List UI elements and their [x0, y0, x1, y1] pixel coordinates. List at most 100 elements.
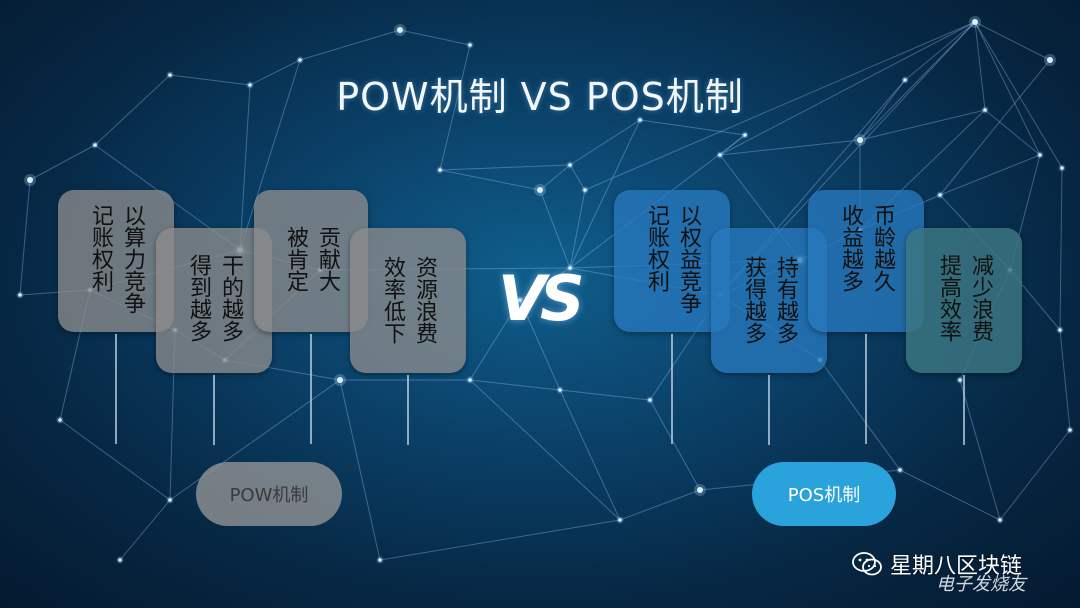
- network-node: [898, 468, 902, 472]
- network-link: [939, 59, 1051, 196]
- watermark-account-name: 星期八区块链: [890, 554, 1023, 579]
- card-text: 记账权利: [88, 204, 113, 292]
- network-link: [984, 109, 1041, 156]
- network-node: [248, 83, 252, 87]
- network-link: [819, 359, 901, 471]
- card-text: 获得越多: [741, 256, 766, 344]
- network-link: [399, 29, 471, 46]
- wechat-icon: [852, 552, 882, 576]
- network-link: [119, 499, 171, 561]
- network-link: [299, 29, 401, 61]
- network-link: [939, 154, 1041, 196]
- network-node: [558, 388, 562, 392]
- pos-card-2: 获得越多 持有越多: [711, 228, 827, 373]
- network-link: [999, 429, 1071, 521]
- network-node: [518, 298, 522, 302]
- pow-card-1: 记账权利 以算力竞争: [58, 190, 174, 332]
- network-link: [569, 119, 641, 269]
- network-link: [974, 21, 1051, 61]
- network-link: [719, 139, 861, 156]
- card-text: 贡献大: [315, 226, 340, 292]
- network-node: [397, 27, 403, 33]
- network-link: [569, 164, 586, 191]
- network-link: [29, 144, 96, 181]
- network-node: [568, 266, 572, 270]
- network-node: [168, 498, 172, 502]
- network-node: [857, 137, 863, 143]
- network-node: [998, 518, 1002, 522]
- connector-line: [407, 375, 409, 445]
- pos-card-1: 记账权利 以权益竞争: [614, 190, 730, 332]
- network-link: [169, 74, 251, 86]
- network-node: [648, 398, 652, 402]
- vs-emblem: VS: [498, 262, 585, 335]
- pos-card-3: 收益越多 币龄越久: [808, 190, 924, 332]
- card-text: 以权益竞争: [676, 204, 701, 314]
- card-text: 得到越多: [186, 254, 211, 342]
- network-link: [1059, 329, 1071, 431]
- network-node: [18, 293, 22, 297]
- network-link: [569, 119, 641, 166]
- card-text: 效率低下: [380, 256, 405, 344]
- connector-line: [115, 334, 117, 444]
- network-link: [59, 419, 171, 501]
- network-node: [93, 143, 97, 147]
- network-link: [469, 379, 561, 391]
- network-link: [519, 299, 561, 391]
- card-text: 币龄越久: [870, 204, 895, 292]
- network-link: [719, 21, 976, 156]
- network-node: [1038, 153, 1042, 157]
- network-link: [899, 469, 1001, 521]
- network-node: [438, 168, 442, 172]
- connector-line: [310, 334, 312, 444]
- network-node: [168, 73, 172, 77]
- network-node: [468, 378, 472, 382]
- network-link: [569, 189, 586, 269]
- network-node: [1068, 428, 1072, 432]
- network-link: [469, 299, 521, 381]
- network-link: [859, 21, 976, 141]
- connector-line: [671, 334, 673, 444]
- network-link: [959, 379, 1001, 521]
- connector-line: [213, 375, 215, 445]
- network-link: [239, 84, 251, 251]
- network-node: [938, 193, 942, 197]
- network-link: [974, 21, 1041, 156]
- network-node: [697, 487, 703, 493]
- network-link: [379, 519, 621, 561]
- network-link: [19, 179, 31, 296]
- page-title: POW机制 VS POS机制: [336, 75, 744, 119]
- network-node: [618, 518, 622, 522]
- network-node: [27, 177, 33, 183]
- connector-line: [768, 375, 770, 445]
- network-link: [639, 119, 746, 136]
- network-node: [568, 163, 572, 167]
- pow-card-4: 效率低下 资源浪费: [350, 228, 466, 373]
- network-link: [559, 389, 621, 521]
- network-link: [539, 189, 571, 269]
- network-node: [1058, 328, 1062, 332]
- card-text: 持有越多: [773, 256, 798, 344]
- card-text: 资源浪费: [412, 256, 437, 344]
- network-node: [958, 378, 962, 382]
- network-link: [94, 74, 171, 146]
- connector-line: [865, 334, 867, 444]
- card-text: 干的越多: [218, 254, 243, 342]
- network-node: [983, 108, 987, 112]
- network-node: [337, 377, 343, 383]
- network-link: [974, 21, 1063, 169]
- card-text: 记账权利: [644, 204, 669, 292]
- network-node: [118, 558, 122, 562]
- network-link: [239, 59, 301, 251]
- connector-line: [963, 375, 965, 445]
- network-node: [298, 58, 302, 62]
- watermark-site: 电子发烧友: [936, 574, 1026, 595]
- network-node: [378, 558, 382, 562]
- network-link: [469, 379, 621, 521]
- pos-label-pill: POS机制: [752, 462, 896, 526]
- pos-card-4: 提高效率 减少浪费: [906, 228, 1022, 373]
- network-node: [903, 78, 907, 82]
- network-node: [583, 188, 587, 192]
- card-text: 以算力竞争: [120, 204, 145, 314]
- network-link: [619, 489, 701, 521]
